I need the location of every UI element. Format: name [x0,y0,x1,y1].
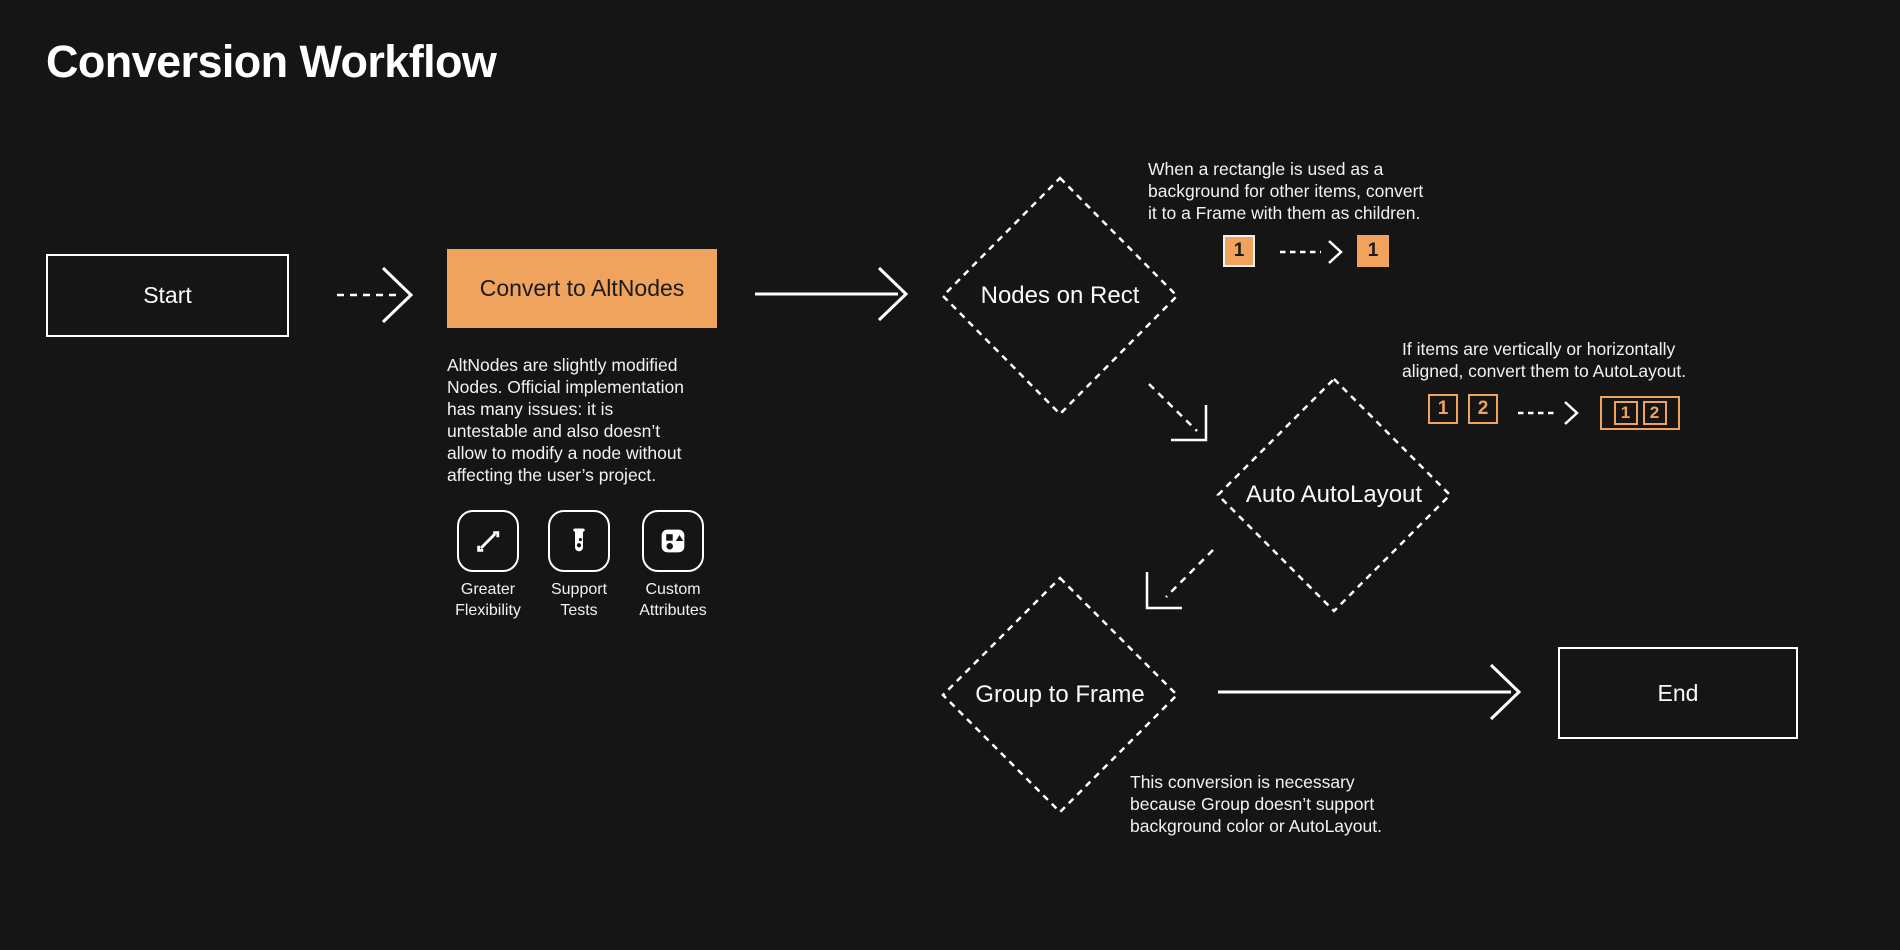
autolayout-after-square-1: 1 [1613,401,1638,425]
node-auto-autolayout-label: Auto AutoLayout [1245,481,1423,508]
altnodes-description: AltNodes are slightly modified Nodes. Of… [447,355,685,485]
arrow-nodes-on-rect-to-auto-autolayout [1148,383,1208,442]
node-group-to-frame-label: Group to Frame [975,681,1145,708]
feature-label-tests: Support Tests [550,581,608,619]
feature-label-attributes: Custom Attributes [639,581,707,619]
feature-tile-tests [548,510,610,572]
feature-tile-flexibility [457,510,519,572]
group-annotation-text: This conversion is necessary because Gro… [1130,772,1382,836]
node-start: Start [46,254,289,337]
node-end: End [1558,647,1798,739]
arrow-convert-to-nodes-on-rect [755,266,909,322]
feature-tile-attributes [642,510,704,572]
arrow-autolayout-before-to-after [1518,401,1579,425]
rect-before-square: 1 [1223,235,1255,267]
rect-annotation-text: When a rectangle is used as a background… [1148,159,1424,223]
arrow-rect-before-to-after [1280,240,1343,264]
arrow-start-to-convert [337,266,414,324]
node-convert-label: Convert to AltNodes [479,275,685,301]
node-start-label: Start [143,282,192,308]
page-title: Conversion Workflow [46,36,497,87]
autolayout-annotation-text: If items are vertically or horizontally … [1402,339,1687,381]
autolayout-after-square-2: 2 [1642,401,1667,425]
shapes-icon [661,529,685,553]
autolayout-before-square-1: 1 [1428,394,1458,424]
expand-arrows-icon [477,531,500,552]
autolayout-after-frame: 1 2 [1600,396,1680,430]
node-nodes-on-rect-label: Nodes on Rect [980,282,1140,309]
feature-label-flexibility: Greater Flexibility [455,581,521,619]
node-convert-to-altnodes: Convert to AltNodes [447,249,717,328]
arrow-auto-autolayout-to-group-to-frame [1145,549,1214,610]
rect-after-square: 1 [1357,235,1389,267]
node-end-label: End [1657,679,1699,706]
test-tube-icon [573,528,585,552]
arrow-group-to-frame-to-end [1218,663,1522,721]
autolayout-before-square-2: 2 [1468,394,1498,424]
